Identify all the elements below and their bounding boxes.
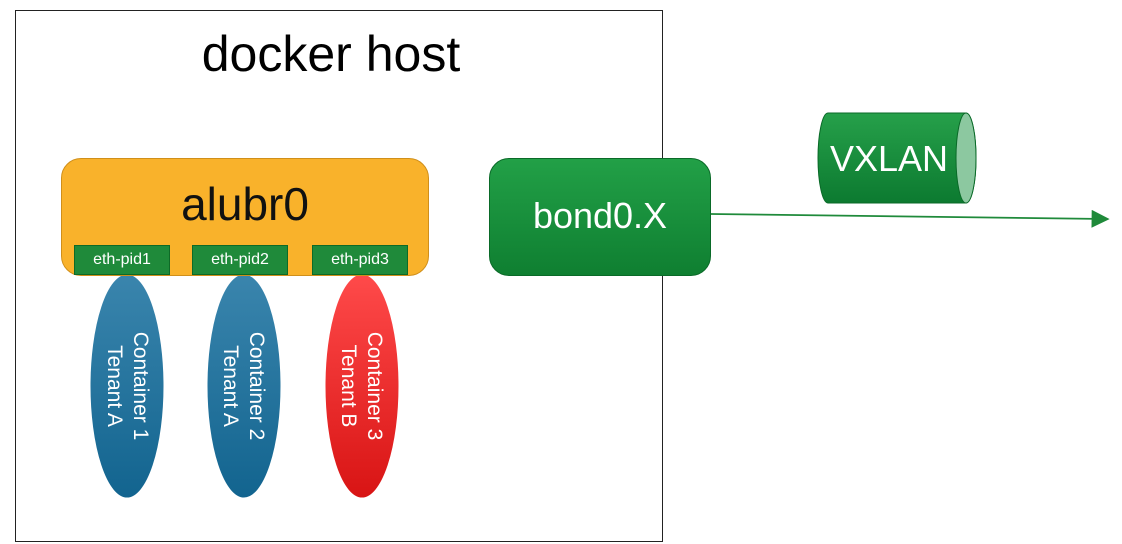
container-2-label: Container 2 Tenant A <box>211 311 275 461</box>
container-3-label: Container 3 Tenant B <box>329 311 393 461</box>
docker-host-title: docker host <box>201 26 461 82</box>
vxlan-tunnel-icon <box>817 112 977 204</box>
container-1-tenant: Tenant A <box>103 345 126 427</box>
container-1-name: Container 1 <box>129 331 152 441</box>
uplink-arrow <box>710 209 1110 228</box>
bond-label: bond0.X <box>532 195 668 236</box>
port-eth-pid2: eth-pid2 <box>192 245 288 275</box>
bridge-label: alubr0 <box>181 178 309 230</box>
port-eth-pid3: eth-pid3 <box>312 245 408 275</box>
vxlan-label: VXLAN <box>829 138 949 179</box>
port-eth-pid1: eth-pid1 <box>74 245 170 275</box>
container-3-name: Container 3 <box>363 331 386 441</box>
container-2-tenant: Tenant A <box>219 345 242 427</box>
container-2-name: Container 2 <box>245 331 268 441</box>
bond-interface <box>489 158 711 276</box>
container-1-label: Container 1 Tenant A <box>95 311 159 461</box>
container-3-tenant: Tenant B <box>337 344 360 428</box>
